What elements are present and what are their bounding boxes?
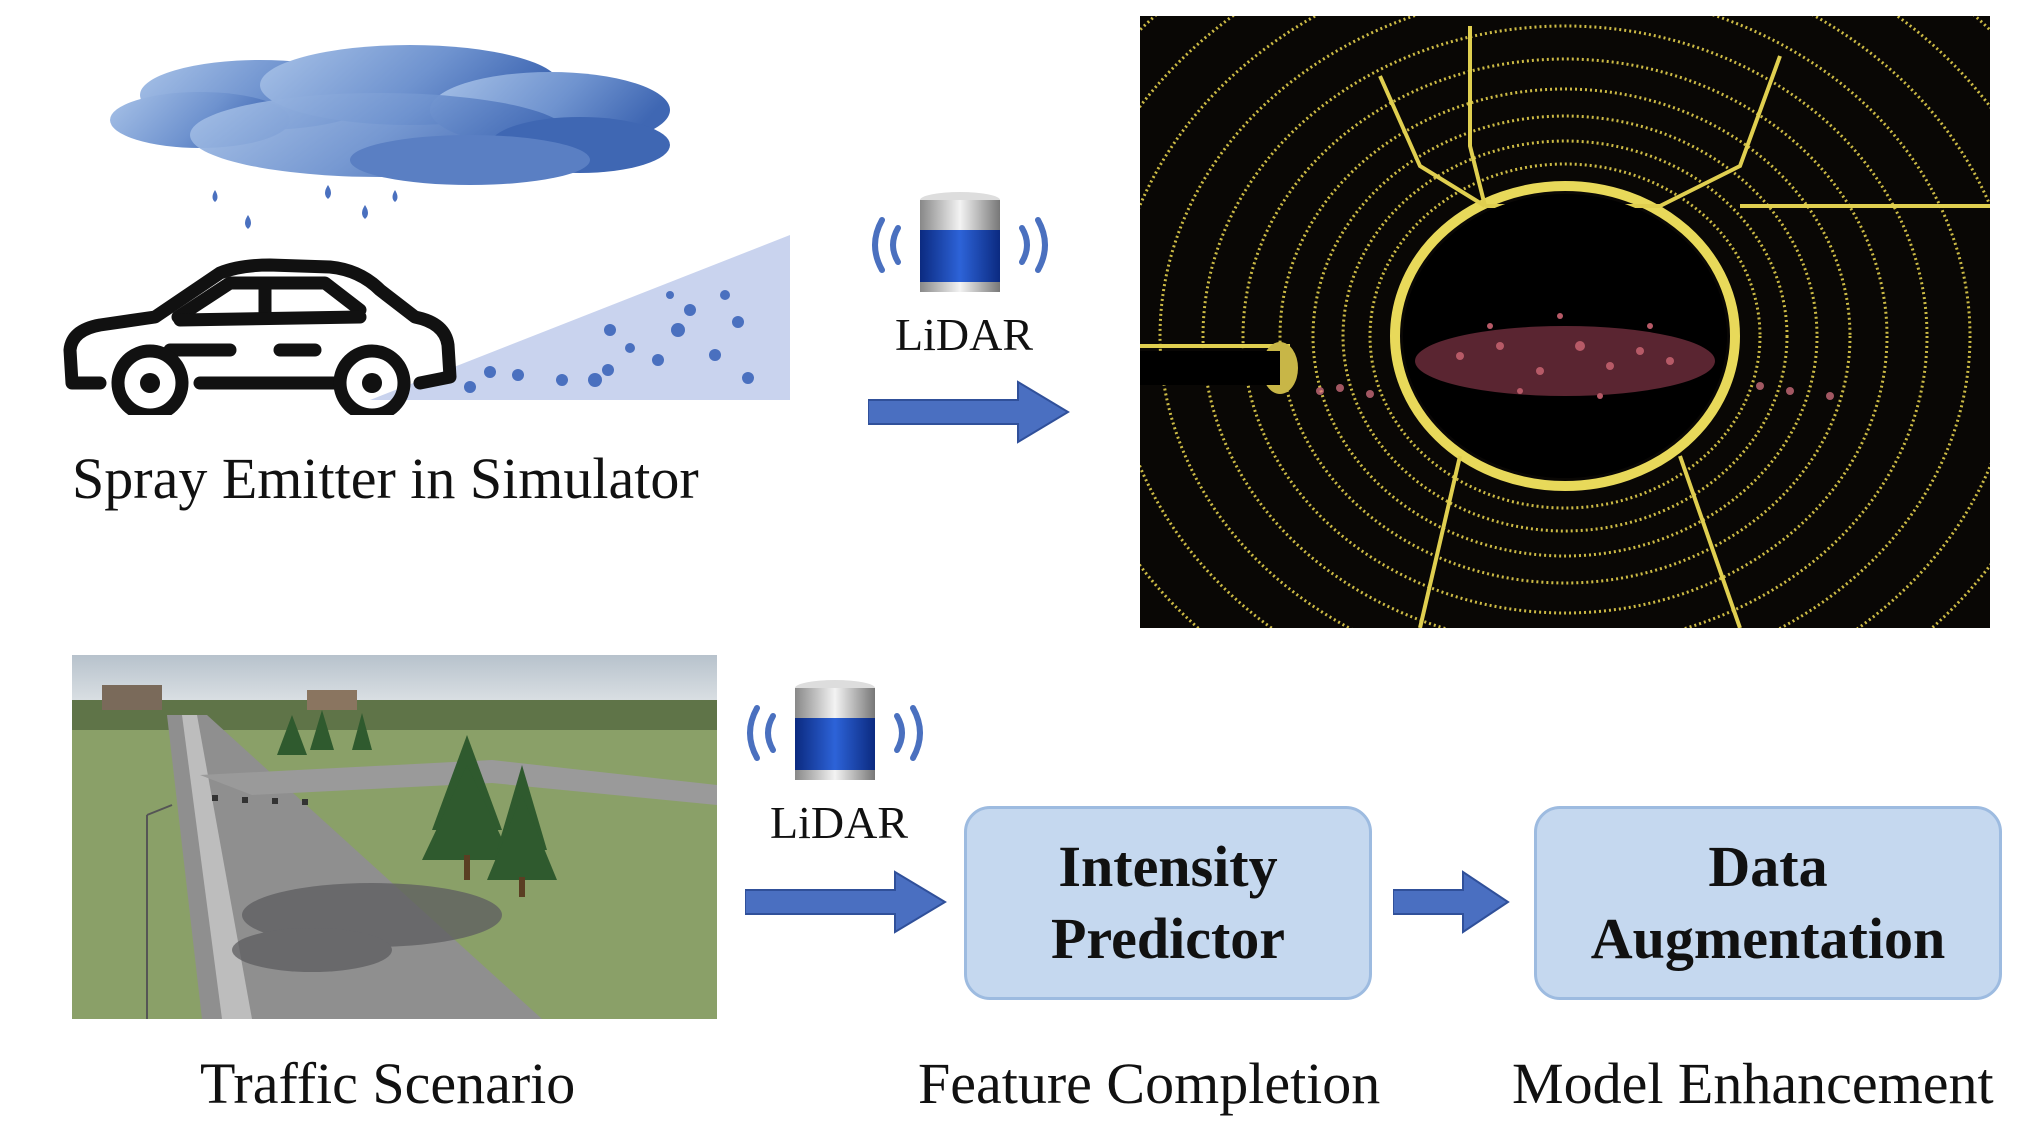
lidar-point-cloud-image: [1140, 16, 1990, 628]
lidar-sensor-icon: [860, 190, 1060, 300]
car-icon: [60, 255, 460, 415]
traffic-scenario-caption: Traffic Scenario: [200, 1055, 575, 1113]
model-enhancement-caption: Model Enhancement: [1512, 1055, 1994, 1113]
lidar-label-top: LiDAR: [895, 312, 1033, 358]
traffic-scenario-image: [72, 655, 717, 1019]
data-augmentation-line2: Augmentation: [1591, 903, 1945, 976]
arrow-right-icon: [745, 870, 955, 934]
intensity-predictor-box: Intensity Predictor: [964, 806, 1372, 1000]
intensity-predictor-line2: Predictor: [1051, 903, 1285, 976]
data-augmentation-line1: Data: [1708, 831, 1827, 904]
intensity-predictor-line1: Intensity: [1058, 831, 1277, 904]
data-augmentation-box: Data Augmentation: [1534, 806, 2002, 1000]
lidar-label-bottom: LiDAR: [770, 800, 908, 846]
arrow-right-icon: [868, 380, 1078, 444]
feature-completion-caption: Feature Completion: [918, 1055, 1380, 1113]
lidar-sensor-icon: [735, 678, 935, 788]
spray-emitter-caption: Spray Emitter in Simulator: [72, 450, 699, 508]
arrow-right-icon: [1393, 870, 1513, 934]
